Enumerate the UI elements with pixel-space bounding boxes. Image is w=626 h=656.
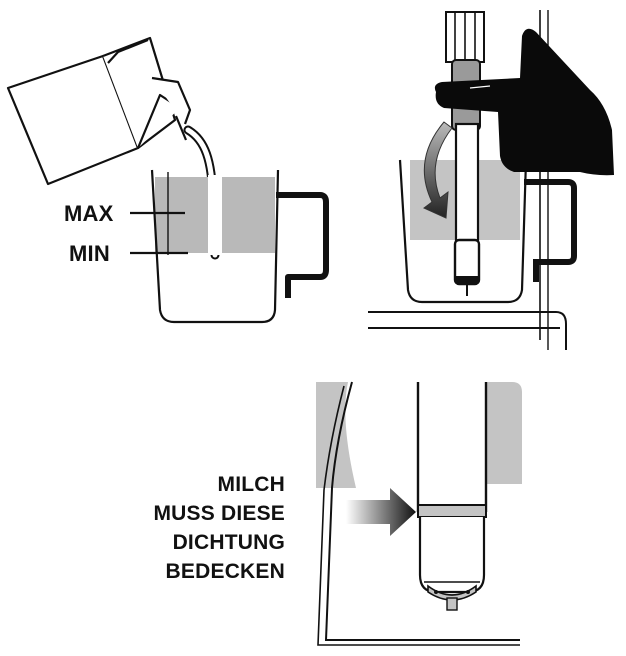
seal-note-line-1: MILCH	[217, 473, 285, 496]
rotate-arrow-icon	[423, 121, 453, 219]
steam-wand-icon	[445, 11, 485, 296]
seal-note-label: MILCH MUSS DIESE DICHTUNG BEDECKEN	[85, 470, 285, 586]
panel-pour-milk	[6, 36, 329, 324]
seal-note-line-4: BEDECKEN	[165, 560, 285, 583]
hand-icon	[434, 28, 614, 176]
steam-pitcher	[398, 159, 528, 304]
panel-seal-detail	[316, 381, 522, 646]
pitcher-wall	[324, 381, 520, 641]
seal-arrow-icon	[346, 488, 416, 536]
wand-tube	[418, 382, 486, 512]
seal-note-line-3: DICHTUNG	[172, 531, 285, 554]
drip-tray	[368, 311, 567, 350]
min-label: MIN	[69, 241, 110, 266]
milk-carton-icon	[6, 36, 192, 186]
pitcher-handle	[276, 192, 329, 298]
panel-insert-steam-wand	[368, 10, 614, 350]
milk-pitcher	[150, 169, 280, 324]
max-label: MAX	[64, 201, 114, 226]
seal-ring	[417, 504, 487, 518]
seal-note-line-2: MUSS DIESE	[153, 502, 285, 525]
nozzle-tip	[427, 584, 477, 601]
